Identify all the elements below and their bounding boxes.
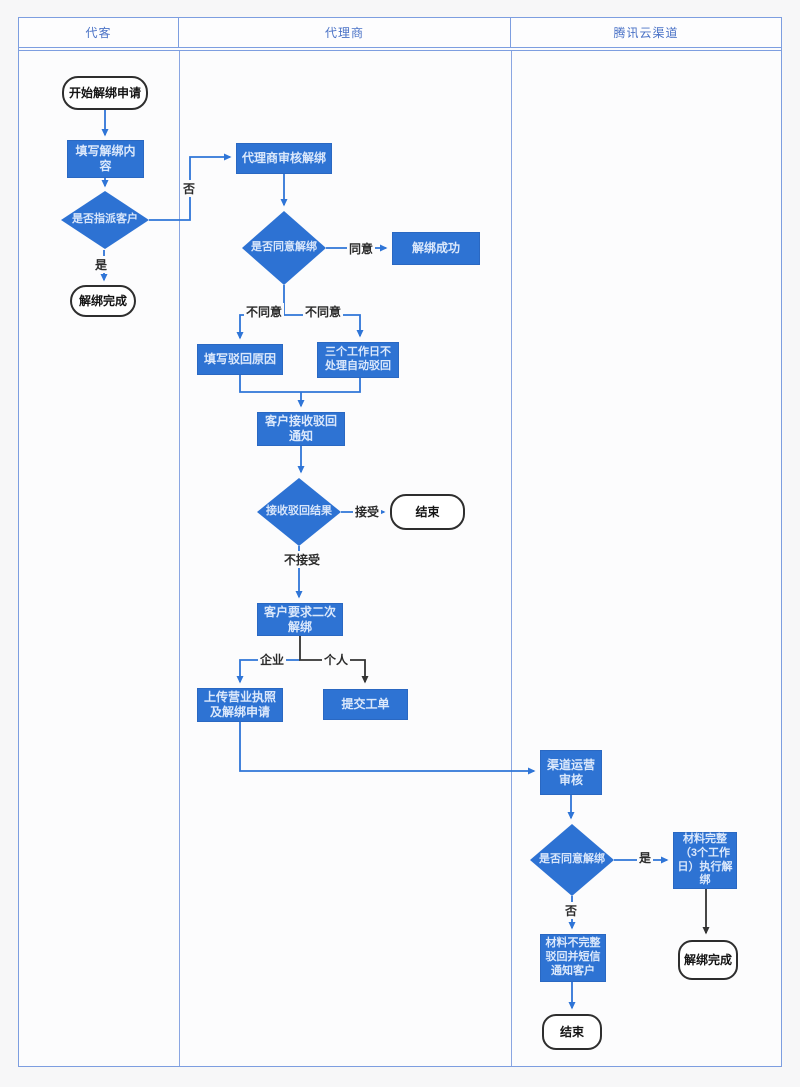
node-end-mid: 结束 [390,494,465,530]
swimlane-frame: 代客 代理商 腾讯云渠道 [18,17,782,1067]
node-material-complete-execute: 材料完整（3个工作日）执行解绑 [673,832,737,889]
node-upload-business-license: 上传营业执照及解绑申请 [197,688,283,722]
edge-label-personal: 个人 [322,651,351,668]
lane-divider-1 [179,51,180,1066]
edge-label-yes: 是 [93,256,110,273]
edge-label-enterprise: 企业 [258,651,287,668]
node-material-incomplete-reject: 材料不完整驳回并短信通知客户 [540,934,606,982]
edge-label-not-accept: 不接受 [282,551,323,568]
node-channel-ops-review: 渠道运营审核 [540,750,602,795]
edge-label-yes-2: 是 [637,849,654,866]
node-fill-unbind-content: 填写解绑内容 [67,140,144,178]
lane-label: 代客 [85,26,112,40]
node-start: 开始解绑申请 [62,76,148,110]
lane-label: 代理商 [324,26,364,40]
node-fill-reject-reason: 填写驳回原因 [197,344,283,375]
node-agent-review: 代理商审核解绑 [236,143,332,174]
lane-header-agent: 代理商 [179,18,511,47]
edge-label-no: 否 [181,180,198,197]
node-auto-reject-3days: 三个工作日不处理自动驳回 [317,342,399,378]
node-end-bottom: 结束 [542,1014,602,1050]
node-unbind-done-right: 解绑完成 [678,940,738,980]
node-unbind-success: 解绑成功 [392,232,480,265]
node-second-unbind-request: 客户要求二次解绑 [257,603,343,636]
node-unbind-done-left: 解绑完成 [70,285,136,317]
lane-header-customer: 代客 [19,18,179,47]
lane-label: 腾讯云渠道 [613,26,679,40]
edge-label-no-2: 否 [563,902,580,919]
node-receive-reject-notice: 客户接收驳回通知 [257,412,345,446]
edge-label-disagree-right: 不同意 [303,303,344,320]
lane-header-row: 代客 代理商 腾讯云渠道 [19,18,781,48]
edge-label-agree: 同意 [347,240,376,257]
edge-label-disagree-left: 不同意 [244,303,285,320]
edge-label-accept: 接受 [353,503,382,520]
node-submit-ticket: 提交工单 [323,689,408,720]
lane-divider-2 [511,51,512,1066]
header-double-rule [19,50,781,51]
lane-header-tencent-channel: 腾讯云渠道 [511,18,781,47]
